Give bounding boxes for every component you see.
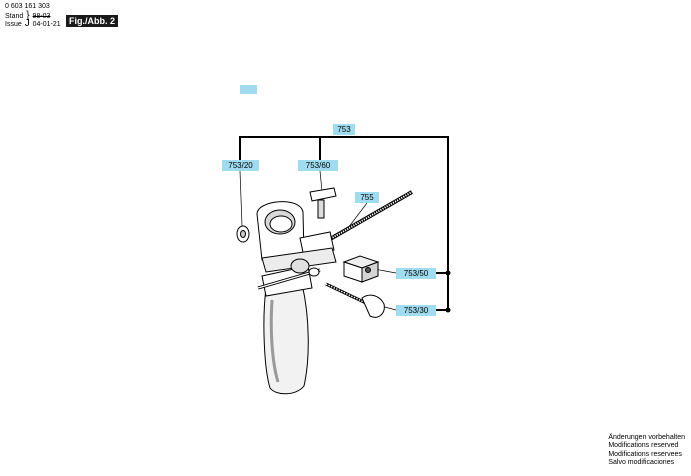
part-number: 0 603 161 303: [5, 3, 50, 10]
issue-value: 04-01-21: [32, 21, 61, 28]
callout-lines: [239, 136, 449, 310]
note-line: Modifications reservees: [608, 450, 682, 458]
callout-753-20: 753/20: [222, 160, 259, 171]
issue-row: Issue J 04-01-21: [5, 18, 61, 29]
handle-assembly: [256, 201, 337, 395]
callout-753-50: 753/50: [396, 268, 436, 279]
stand-label: Stand: [5, 13, 24, 20]
callout-755: 755: [355, 192, 379, 203]
wing-nut-753-20: [236, 225, 250, 243]
figure-tag: Fig./Abb. 2: [66, 15, 118, 27]
threaded-rod: [317, 190, 413, 248]
issue-label: Issue: [5, 21, 22, 28]
callout-753-30: 753/30: [396, 305, 436, 316]
bracket-glyph: }: [26, 10, 30, 21]
note-line: Modifications reserved: [608, 442, 679, 450]
callout-753: 753: [333, 124, 355, 135]
modification-note: Änderungen vorbehalten Modifications res…: [608, 434, 685, 467]
callout-753-60: 753/60: [298, 160, 338, 171]
thumb-screw-753-60: [309, 187, 337, 219]
leader-lines: [239, 170, 397, 311]
note-line: Salvo modificaciones: [608, 458, 675, 466]
block-753-50: [342, 255, 380, 283]
screw-753-30: [325, 282, 385, 318]
stand-value: 98-03: [32, 13, 51, 20]
bracket-glyph: J: [24, 18, 30, 29]
stand-row: Stand } 98-03: [5, 10, 51, 21]
note-line: Änderungen vorbehalten: [608, 434, 685, 441]
blank-label-tag: [240, 85, 257, 94]
